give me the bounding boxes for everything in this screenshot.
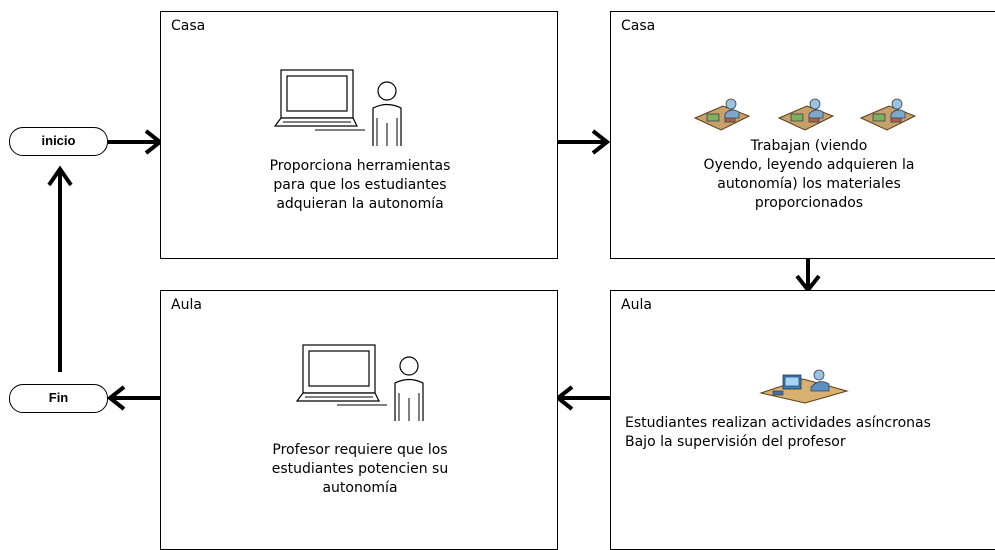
end-node: Fin: [9, 384, 108, 413]
teacher-at-computer-icon: [295, 344, 424, 421]
student-activity-desk-icon: [759, 369, 849, 404]
box-casa-students: Casa Trabajan (viendo Oyendo, leyendo ad…: [610, 11, 995, 259]
box-aula-students: Aula Estudiantes realizan actividades as…: [610, 290, 995, 550]
start-node: inicio: [9, 127, 108, 156]
box-location-label: Casa: [171, 18, 206, 34]
start-label: inicio: [41, 133, 76, 148]
box-aula-teacher-text: Profesor requiere que los estudiantes po…: [271, 442, 449, 496]
student-at-desk-icon: [777, 98, 835, 131]
student-at-desk-icon: [693, 98, 751, 131]
box-location-label: Casa: [621, 18, 656, 34]
end-label: Fin: [48, 390, 69, 405]
box-location-label: Aula: [621, 297, 652, 313]
student-at-desk-icon: [859, 98, 917, 131]
box-location-label: Aula: [171, 297, 202, 313]
box-casa-teacher: Casa Proporciona herramientas para que l…: [160, 11, 558, 259]
box-aula-students-text: Estudiantes realizan actividades asíncro…: [625, 415, 931, 450]
teacher-at-computer-icon: [273, 69, 402, 146]
box-casa-students-text: Trabajan (viendo Oyendo, leyendo adquier…: [703, 138, 915, 211]
box-casa-teacher-text: Proporciona herramientas para que los es…: [269, 158, 451, 212]
box-aula-teacher: Aula Profesor requiere que los estudiant…: [160, 290, 558, 550]
